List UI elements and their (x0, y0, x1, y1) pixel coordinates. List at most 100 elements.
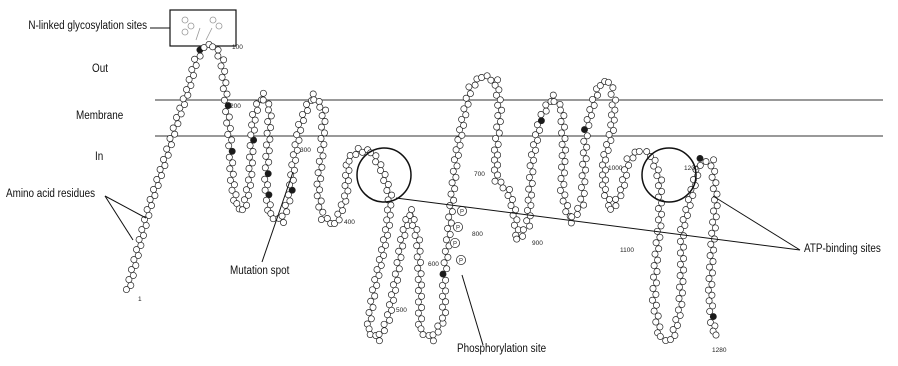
residue (266, 159, 272, 165)
residue (418, 259, 424, 265)
residue (172, 131, 178, 137)
residue-number-labels: 1100200300400500600700800900100011001200… (138, 44, 727, 354)
residue (317, 187, 323, 193)
residue (584, 144, 590, 150)
residue (392, 271, 398, 277)
pointer-atp-2 (713, 196, 800, 250)
residue (284, 209, 290, 215)
residue (499, 107, 505, 113)
residue (495, 141, 501, 147)
residue (709, 292, 715, 298)
residue (155, 182, 161, 188)
residue (713, 214, 719, 220)
residue (676, 284, 682, 290)
residue (140, 232, 146, 238)
residue (418, 271, 424, 277)
residue-number-1200: 1200 (684, 165, 699, 172)
residue (672, 332, 678, 338)
residue (488, 77, 494, 83)
residue (227, 125, 233, 131)
residue (252, 117, 258, 123)
residue (249, 171, 255, 177)
residue (655, 313, 661, 319)
residue (310, 91, 316, 97)
residue (394, 260, 400, 266)
residue (318, 135, 324, 141)
residue (346, 158, 352, 164)
residue (443, 277, 449, 283)
atp-binding-circle-2 (642, 148, 696, 202)
residue (578, 184, 584, 190)
residue (452, 186, 458, 192)
residue-number-500: 500 (396, 307, 407, 314)
pointer-phospho (462, 275, 483, 345)
phospho-marker: P (457, 206, 466, 215)
residue (710, 208, 716, 214)
residue (419, 304, 425, 310)
residue (366, 310, 372, 316)
residue (317, 104, 323, 110)
residue (398, 254, 404, 260)
residue (210, 44, 216, 50)
residue (443, 237, 449, 243)
residue (654, 268, 660, 274)
residue (709, 270, 715, 276)
residue (714, 203, 720, 209)
residue (605, 79, 611, 85)
residue (443, 288, 449, 294)
residue (368, 298, 374, 304)
residue (530, 169, 536, 175)
residue (559, 153, 565, 159)
residue (558, 130, 564, 136)
residue (378, 247, 384, 253)
residue (415, 276, 421, 282)
residue (561, 113, 567, 119)
residue (709, 281, 715, 287)
residue (659, 177, 665, 183)
residue (652, 251, 658, 257)
residue (158, 172, 164, 178)
residue (630, 155, 636, 161)
residue-number-900: 900 (532, 240, 543, 247)
residue (304, 108, 310, 114)
residue (265, 119, 271, 125)
residue (558, 118, 564, 124)
residue (679, 290, 685, 296)
residue (527, 163, 533, 169)
residue (370, 304, 376, 310)
residue (463, 112, 469, 118)
residue (414, 243, 420, 249)
residue (376, 257, 382, 263)
residue (520, 227, 526, 233)
mutation-residue (229, 148, 235, 154)
residue (453, 174, 459, 180)
glycosylation-label: N-linked glycosylation sites (28, 20, 147, 32)
residue (561, 181, 567, 187)
residue (247, 143, 253, 149)
amino-acid-residues-label: Amino acid residues (6, 188, 95, 200)
residue (181, 101, 187, 107)
residue (133, 262, 139, 268)
residue (448, 191, 454, 197)
residue (500, 185, 506, 191)
residue (580, 161, 586, 167)
residue (606, 132, 612, 138)
residue (185, 92, 191, 98)
residue (373, 153, 379, 159)
residue (219, 74, 225, 80)
residue (509, 196, 515, 202)
residue (563, 147, 569, 153)
residue (443, 310, 449, 316)
residue (135, 252, 141, 258)
residue (323, 107, 329, 113)
residue (321, 141, 327, 147)
residue (262, 165, 268, 171)
residue (655, 257, 661, 263)
residue (558, 164, 564, 170)
residue (226, 143, 232, 149)
residue (624, 156, 630, 162)
residue (650, 274, 656, 280)
residue (606, 196, 612, 202)
residue (713, 180, 719, 186)
